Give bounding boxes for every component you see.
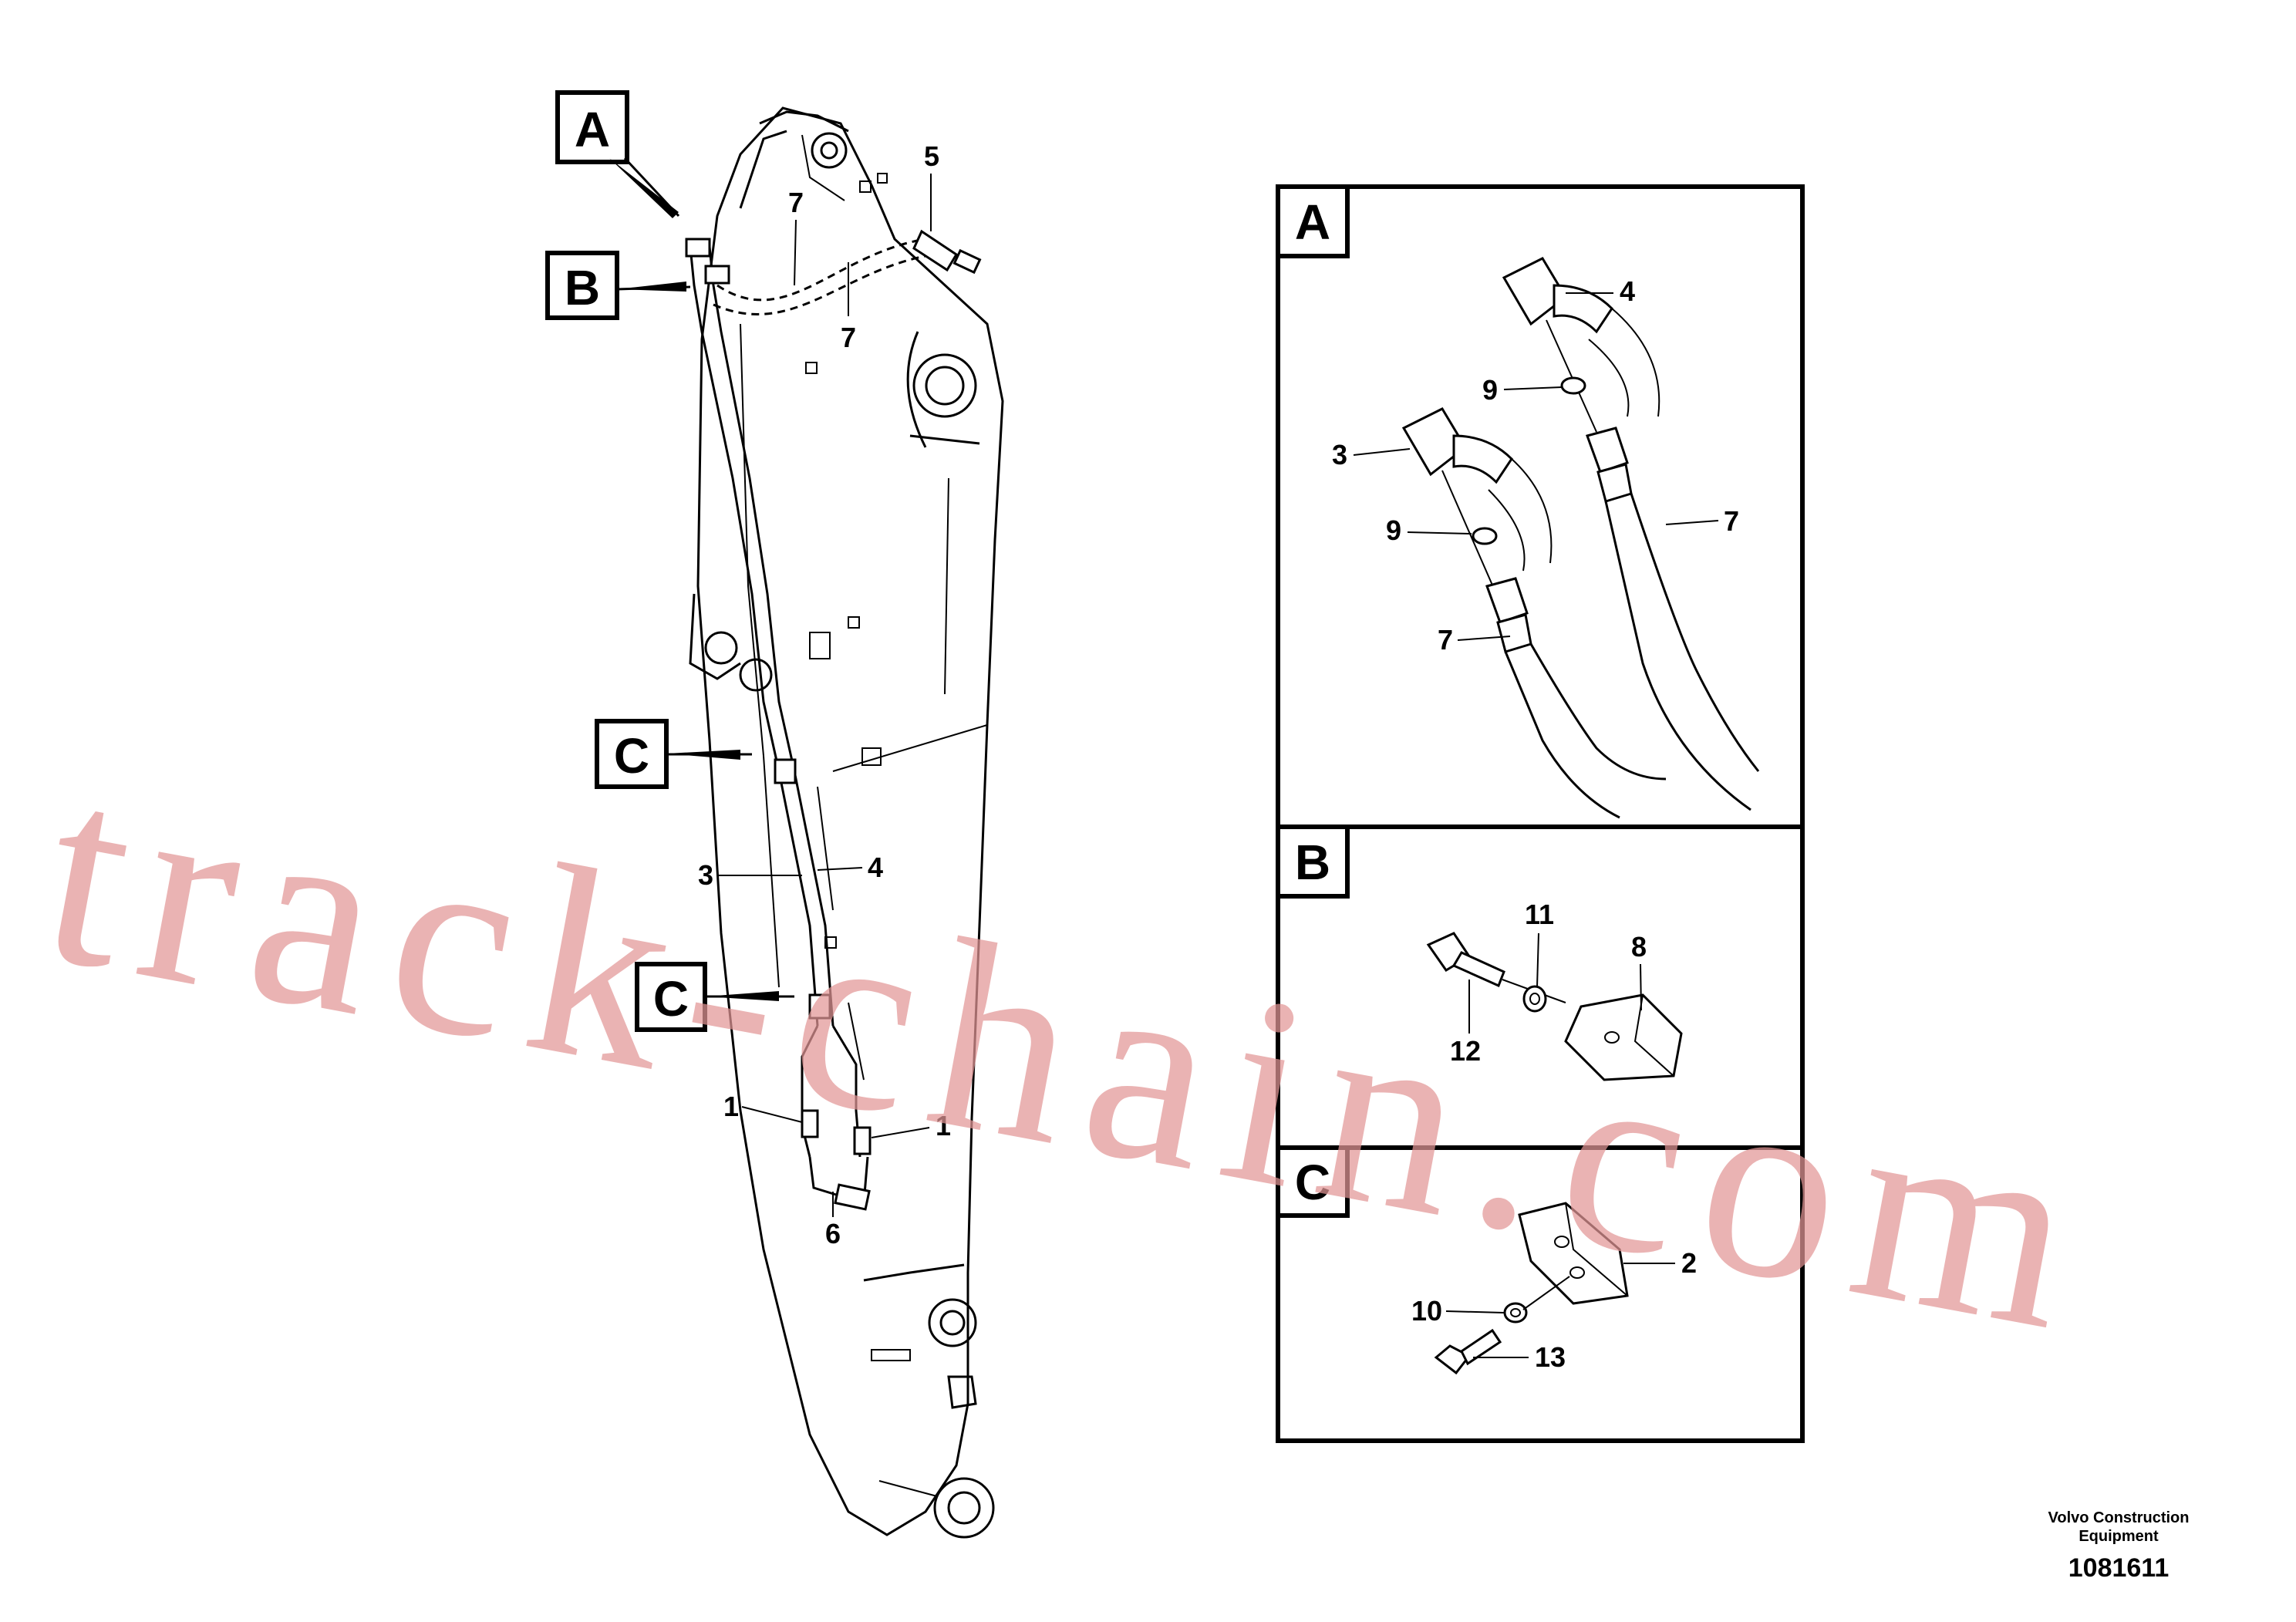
detail-marker-c-lower: C xyxy=(635,962,794,1032)
callout-3: 3 xyxy=(698,859,713,891)
panel-a-callout-9-lower: 9 xyxy=(1386,514,1401,546)
company-name-line2: Equipment xyxy=(2079,1528,2159,1545)
detail-panel-b-label: B xyxy=(1295,835,1330,890)
footer: Volvo Construction Equipment 1081611 xyxy=(2003,1509,2234,1583)
detail-panel-a: A 4 9 7 3 9 7 xyxy=(1276,184,1760,819)
detail-panel-b: B 11 8 12 xyxy=(1276,824,1683,1081)
panel-b-callout-12: 12 xyxy=(1450,1035,1481,1067)
panel-b-callout-8: 8 xyxy=(1631,931,1647,963)
panel-c-callout-2: 2 xyxy=(1681,1247,1697,1279)
detail-marker-c-lower-label: C xyxy=(653,971,689,1027)
callout-1-left: 1 xyxy=(723,1091,739,1122)
panel-b-callout-11: 11 xyxy=(1525,899,1554,930)
detail-marker-a-label: A xyxy=(575,102,610,157)
panel-c-callout-10: 10 xyxy=(1411,1295,1442,1327)
callout-1-right: 1 xyxy=(936,1110,951,1141)
callout-5: 5 xyxy=(924,140,939,172)
panel-a-callout-4: 4 xyxy=(1620,275,1635,307)
panel-a-callout-3: 3 xyxy=(1332,439,1347,470)
callout-4: 4 xyxy=(868,851,883,883)
detail-marker-c-upper-label: C xyxy=(614,728,649,784)
callout-7-lower: 7 xyxy=(841,322,856,353)
panel-a-callout-7-upper: 7 xyxy=(1724,505,1739,537)
excavator-boom xyxy=(689,106,1004,1539)
detail-marker-c-upper: C xyxy=(595,719,752,789)
detail-marker-b-label: B xyxy=(565,260,600,315)
panel-c-callout-13: 13 xyxy=(1535,1341,1566,1373)
panel-a-callout-9-upper: 9 xyxy=(1482,374,1498,406)
detail-panels xyxy=(1276,184,1805,1443)
panel-a-callout-7-lower: 7 xyxy=(1438,624,1453,656)
detail-panel-a-label: A xyxy=(1295,194,1330,250)
detail-panel-c: C 2 10 13 xyxy=(1276,1145,1697,1375)
company-name-line1: Volvo Construction xyxy=(2048,1509,2190,1526)
hydraulic-lines xyxy=(685,229,982,1211)
callout-6: 6 xyxy=(825,1218,841,1249)
callout-7-upper: 7 xyxy=(788,187,804,218)
detail-panel-c-label: C xyxy=(1295,1155,1330,1210)
detail-marker-b: B xyxy=(545,251,691,320)
boom-callouts: 5 7 7 3 4 1 1 6 xyxy=(698,140,951,1249)
drawing-number: 1081611 xyxy=(2068,1553,2170,1583)
detail-marker-a: A xyxy=(555,90,680,218)
